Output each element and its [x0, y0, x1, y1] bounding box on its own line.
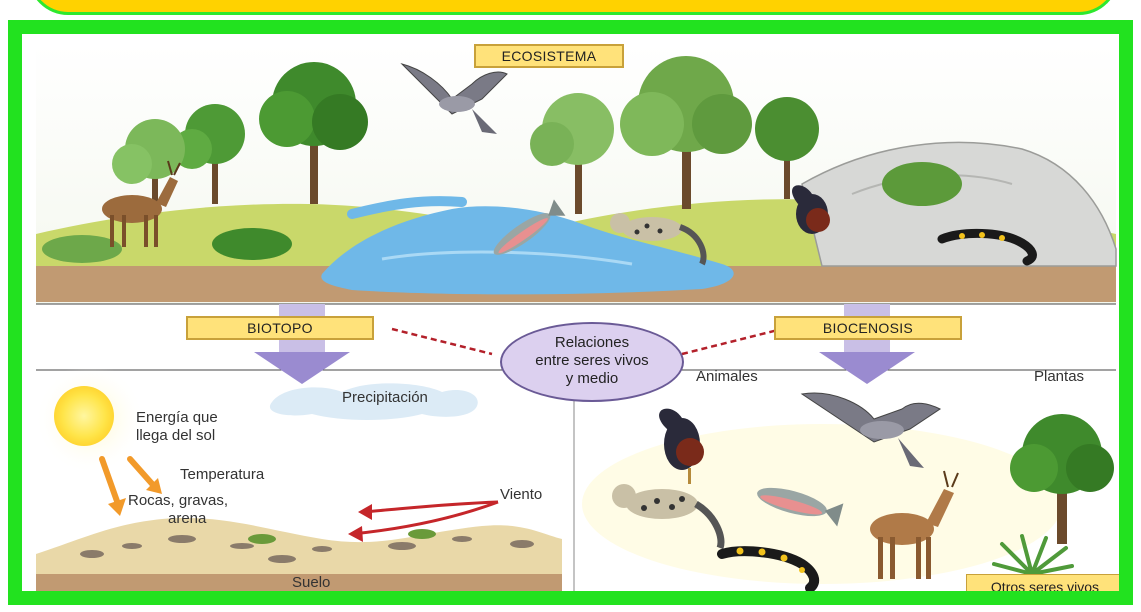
biocenosis-label: BIOCENOSIS	[774, 316, 962, 340]
relations-line-1: Relaciones	[502, 334, 682, 352]
viento-label: Viento	[500, 486, 542, 504]
top-banner	[28, 0, 1119, 15]
animales-label: Animales	[696, 368, 758, 386]
rocas-label-1: Rocas, gravas,	[128, 492, 228, 510]
energia-label-1: Energía que	[136, 409, 218, 427]
energia-label-2: llega del sol	[136, 427, 215, 445]
sun-ray-arrow	[130, 459, 154, 486]
relations-ellipse: Relaciones entre seres vivos y medio	[500, 322, 684, 402]
ecosistema-title: ECOSISTEMA	[474, 44, 624, 68]
plantas-label: Plantas	[1034, 368, 1084, 386]
relations-line-2: entre seres vivos	[502, 352, 682, 370]
relations-line-3: y medio	[502, 370, 682, 388]
biotopo-label: BIOTOPO	[186, 316, 374, 340]
suelo-label: Suelo	[292, 574, 330, 592]
green-frame: ECOSISTEMA BIOTOPO BIOCENOSIS Relaciones…	[8, 20, 1133, 605]
dashed-connector-right	[682, 329, 782, 354]
rocas-label-2: arena	[168, 510, 206, 528]
sun-icon	[54, 386, 114, 446]
temperatura-label: Temperatura	[180, 466, 264, 484]
precipitacion-label: Precipitación	[342, 389, 428, 407]
otros-seres-vivos-label: Otros seres vivos	[966, 574, 1124, 601]
dashed-connector-left	[392, 329, 492, 354]
